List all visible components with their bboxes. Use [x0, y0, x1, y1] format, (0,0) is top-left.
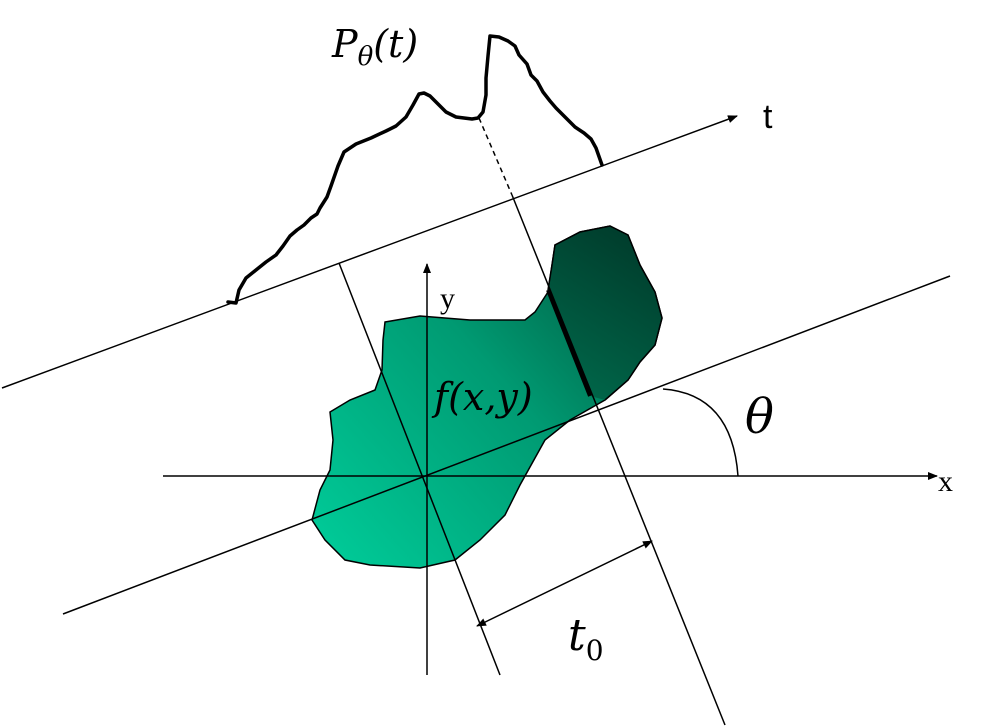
ray-line-origin: [338, 262, 501, 676]
projection-label-sub: θ: [358, 42, 374, 72]
offset-label-sub: 0: [586, 634, 604, 667]
function-label: f(x,y): [431, 375, 533, 419]
rotated-axis-line: [62, 275, 951, 615]
x-axis-label: x: [938, 465, 953, 498]
projection-curve: [226, 34, 604, 305]
ray-dashed-extension: [478, 117, 513, 196]
projection-label: Pθ(t): [331, 22, 418, 72]
t-axis: [1, 115, 738, 389]
angle-label: θ: [745, 389, 774, 445]
angle-arc: [662, 388, 739, 477]
t0-distance-arrow: [476, 540, 653, 627]
object-outline-top: [547, 225, 663, 401]
projection-label-arg: (t): [373, 22, 418, 66]
offset-label: t0: [568, 610, 604, 667]
ray-integral-segment: [546, 289, 592, 397]
offset-label-main: t: [568, 610, 586, 661]
y-axis-label: y: [440, 282, 455, 315]
projection-label-main: P: [331, 22, 359, 66]
ray-line-t0: [511, 194, 726, 726]
t-axis-label: t: [763, 98, 773, 136]
